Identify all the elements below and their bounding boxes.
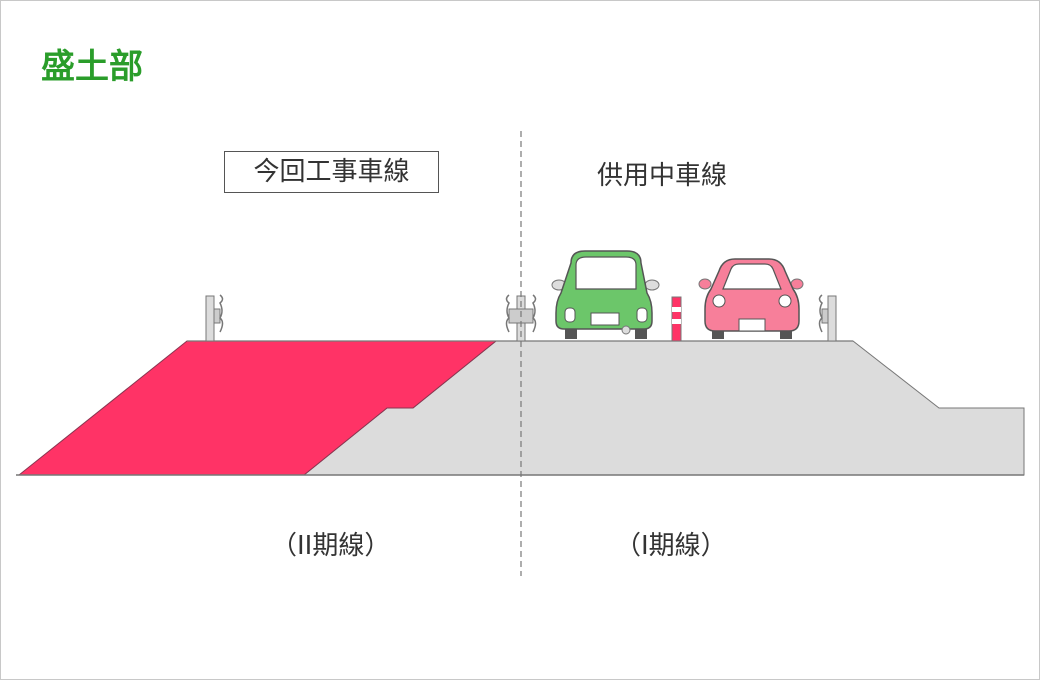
phase1-label: （I期線） <box>615 531 727 561</box>
phase2-label: （II期線） <box>271 531 391 561</box>
in-service-lane-label: 供用中車線 <box>597 161 728 191</box>
pink-car-icon <box>698 258 804 339</box>
guardrail-left-icon <box>205 294 224 342</box>
page-title: 盛土部 <box>41 47 143 87</box>
construction-lane-label: 今回工事車線 <box>224 151 439 193</box>
delineator-pole-icon <box>671 296 682 342</box>
guardrail-right-icon <box>818 294 837 342</box>
green-car-icon <box>551 250 660 339</box>
